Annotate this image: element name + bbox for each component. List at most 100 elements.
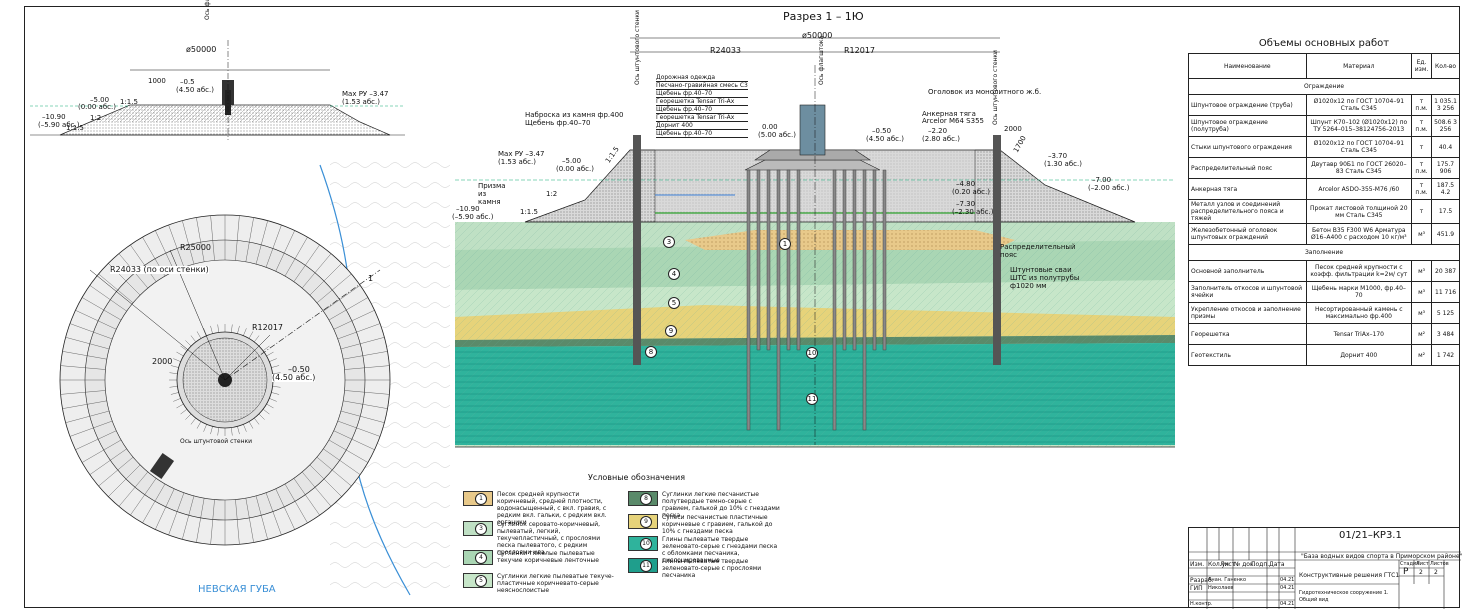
plan-spoke xyxy=(275,230,295,272)
legend-text: Глины пылеватые твердые зеленовато-серые… xyxy=(662,558,762,579)
table-cell: Ø1020х12 по ГОСТ 10704–91 Сталь С345 xyxy=(1305,136,1413,158)
plan-spoke xyxy=(343,351,388,360)
section-mark-r5-abs: (–2.30 абс.) xyxy=(952,208,994,216)
plan-spoke xyxy=(323,285,361,312)
plan-spoke xyxy=(65,410,110,423)
elevation-slope1: 1:1.5 xyxy=(120,98,138,106)
plan-tick xyxy=(266,403,274,409)
plan-spoke xyxy=(309,464,342,497)
section-r-outer: R24033 xyxy=(710,46,742,55)
stamp-code: 01/21–КР3.1 xyxy=(1339,530,1402,541)
legend-text: Глины пылеватые твердые зеленовато-серые… xyxy=(662,536,778,564)
table-cell: 1 035.1 3 256 xyxy=(1431,94,1460,116)
plan-spoke xyxy=(130,244,157,282)
plan-tick xyxy=(217,427,219,436)
elevation-mark2-abs: (0.00 абс.) xyxy=(78,103,116,111)
table-cell: 175.7 906 xyxy=(1431,157,1460,179)
section-mark-mid: –0.50 xyxy=(872,127,892,135)
plan-spoke xyxy=(62,400,107,409)
table-cell: Металл узлов и соединений распределитель… xyxy=(1188,199,1307,224)
elevation-mark3: –10.90 xyxy=(42,113,66,121)
legend-number: 1 xyxy=(475,493,487,505)
plan-view xyxy=(59,155,450,596)
pavement-layer: Щебень фр.40–70 xyxy=(656,106,748,114)
section-view xyxy=(455,37,1175,448)
table-header-row: Наименование Материал Ед. изм. Кол-во xyxy=(1188,53,1460,79)
legend-swatch: 11 xyxy=(628,558,658,573)
plan-tick xyxy=(231,427,233,436)
plan-spoke xyxy=(293,478,320,516)
elevation-slope3: 1:1.5 xyxy=(66,124,84,132)
plan-spoke xyxy=(89,285,127,312)
legend-swatch: 9 xyxy=(628,514,658,529)
pile xyxy=(776,169,781,431)
drawing-frame xyxy=(24,6,1460,608)
pile xyxy=(746,169,751,431)
pavement-layer: Георешетка Tensar Tri-Ax xyxy=(656,98,748,106)
legend-text: Суглинок серовато-коричневый, пылеватый,… xyxy=(497,521,601,556)
table-cell: Шпунт К70–102 (Ø1020х12) по ТУ 5264–015–… xyxy=(1305,115,1413,137)
pavement-layer: Дорожная одежда xyxy=(656,74,748,82)
plan-spoke xyxy=(118,471,149,507)
title-block: 01/21–КР3.1 "База водных видов спорта в … xyxy=(1188,527,1463,609)
table-cell: Укрепление откосов и заполнение призмы xyxy=(1188,302,1307,324)
table-cell: Щебень марки М1000, фр.40–70 xyxy=(1305,281,1413,303)
plan-spoke xyxy=(142,483,166,523)
plan-tick xyxy=(262,345,270,351)
table-row: Металл узлов и соединений распределитель… xyxy=(1188,199,1460,224)
plan-tick xyxy=(271,365,280,368)
plan-tick xyxy=(254,417,260,425)
plan-tick xyxy=(269,358,277,362)
section-axis-left: Ось штунтового стенки xyxy=(634,10,641,85)
plan-spoke xyxy=(60,390,106,395)
plan-spoke xyxy=(333,310,375,330)
table-cell: Бетон В35 F300 W6 Арматура Ø16–А400 с ра… xyxy=(1305,223,1413,245)
layer-marker: 11 xyxy=(806,393,818,405)
table-cell: Железобетонный оголовок шпунтовых огражд… xyxy=(1188,223,1307,245)
section-mark-r1: –2.20 xyxy=(928,127,948,135)
plan-spoke xyxy=(98,273,134,304)
table-cell: 3 484 xyxy=(1431,323,1460,345)
plan-tick xyxy=(176,351,184,357)
plan-axis: Ось штунтовой стенки xyxy=(180,438,253,445)
plan-spoke xyxy=(82,297,122,321)
elevation-mark1: –0.5 xyxy=(180,78,195,86)
section-fill-stone2: Щебень фр.40–70 xyxy=(525,119,591,127)
elevation-mark2: –5.00 xyxy=(90,96,110,104)
stamp-section: Конструктивные решения ГТС1 xyxy=(1299,572,1400,579)
table-cell: м³ xyxy=(1411,302,1433,324)
plan-spoke xyxy=(98,456,134,487)
plan-spoke xyxy=(265,224,282,268)
stamp-col: Подп. xyxy=(1251,561,1270,568)
table-cell: 451.9 xyxy=(1431,223,1460,245)
legend-text: Песок средней крупности коричневый, сред… xyxy=(497,491,607,526)
stamp-project: "База водных видов спорта в Приморском р… xyxy=(1301,553,1463,560)
plan-tick xyxy=(196,421,202,429)
legend-title: Условные обозначения xyxy=(588,473,686,482)
plan-spoke xyxy=(130,478,157,516)
plan-spoke xyxy=(343,400,388,409)
stamp-sheets: 2 xyxy=(1434,569,1438,576)
plan-r-wall: R24033 (по оси стенки) xyxy=(110,265,209,274)
legend-number: 9 xyxy=(640,516,652,528)
section-mark-r2-abs: (1.30 абс.) xyxy=(1044,160,1082,168)
plan-tick xyxy=(243,424,247,432)
table-row: Железобетонный оголовок шпунтовых огражд… xyxy=(1188,223,1460,245)
plan-spoke xyxy=(284,483,308,523)
table-cell: м³ xyxy=(1411,223,1433,245)
plan-spoke xyxy=(301,471,332,507)
plan-spoke xyxy=(235,499,240,545)
legend-swatch: 3 xyxy=(463,521,493,536)
layer-marker: 3 xyxy=(663,236,675,248)
section-fill-stone: Наброска из камня фр.400 xyxy=(525,111,624,119)
plan-spoke xyxy=(108,464,141,497)
plan-spoke xyxy=(316,456,352,487)
elevation-mark1-abs: (4.50 абс.) xyxy=(176,86,214,94)
stamp-col: № док. xyxy=(1234,561,1256,568)
elevation-max-level: Max PУ –3.47 xyxy=(342,90,389,98)
plan-tick xyxy=(269,398,277,402)
plan-tick xyxy=(203,424,207,432)
legend-text: Суглинки легкие песчанистые полутвердые … xyxy=(662,491,780,519)
plan-spoke xyxy=(309,263,342,296)
stamp-col: Изм. xyxy=(1190,561,1205,568)
